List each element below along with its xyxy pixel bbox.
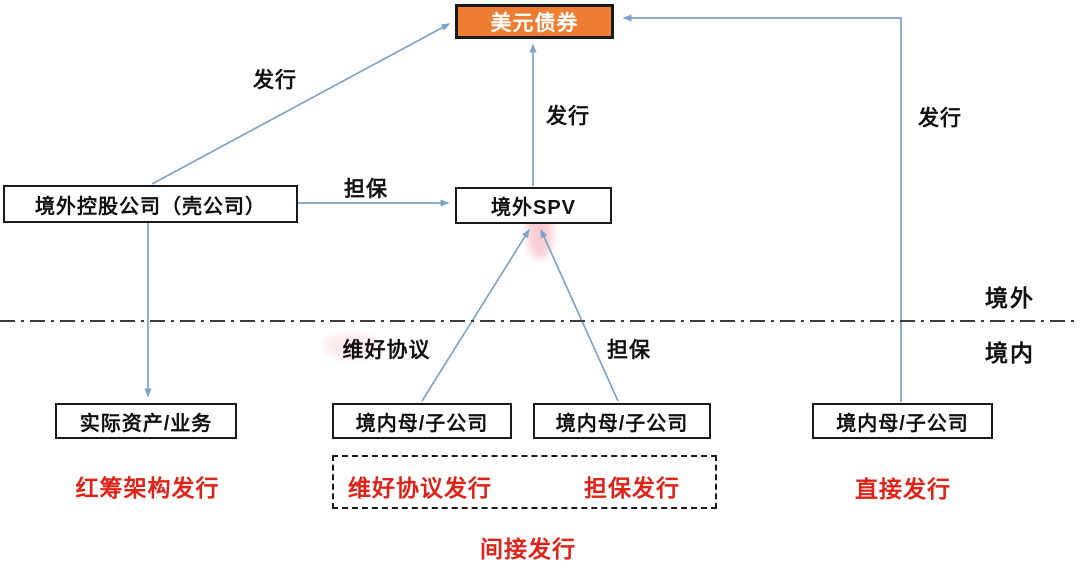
node-offshore-spv: 境外SPV: [455, 187, 612, 224]
node-domestic-co-3: 境内母/子公司: [812, 403, 993, 439]
node-actual-assets: 实际资产/业务: [55, 403, 237, 439]
node-domestic-co-2: 境内母/子公司: [533, 403, 711, 439]
edge-label-issue-center: 发行: [546, 105, 590, 128]
mode-label-indirect-issue: 间接发行: [480, 536, 576, 562]
edge-label-guarantee-mid: 担保: [344, 178, 388, 201]
indirect-issue-group-box: [332, 455, 717, 509]
arrow-domestic1-to-spv: [421, 228, 530, 402]
region-label-onshore: 境内: [985, 340, 1035, 366]
arrow-domestic2-to-spv: [540, 228, 619, 402]
node-domestic-co-1: 境内母/子公司: [332, 403, 512, 439]
region-label-offshore: 境外: [985, 285, 1035, 311]
node-offshore-holdco: 境外控股公司（壳公司）: [3, 185, 298, 223]
mode-label-guarantee-issue: 担保发行: [584, 475, 680, 501]
mode-label-keepwell-issue: 维好协议发行: [348, 475, 492, 501]
edge-label-guarantee-right: 担保: [607, 339, 651, 362]
arrow-holdco-to-bond: [151, 23, 451, 185]
mode-label-direct-issue: 直接发行: [855, 476, 951, 502]
node-usd-bond: 美元债券: [455, 4, 614, 39]
edge-label-keepwell-agreement: 维好协议: [342, 339, 431, 362]
edge-label-issue-left: 发行: [253, 69, 297, 92]
highlight-mark-keepwell: [324, 333, 380, 359]
arrow-domestic3-to-bond: [622, 14, 902, 402]
edge-label-issue-right: 发行: [918, 107, 962, 130]
mode-label-red-chip: 红筹架构发行: [75, 475, 220, 501]
